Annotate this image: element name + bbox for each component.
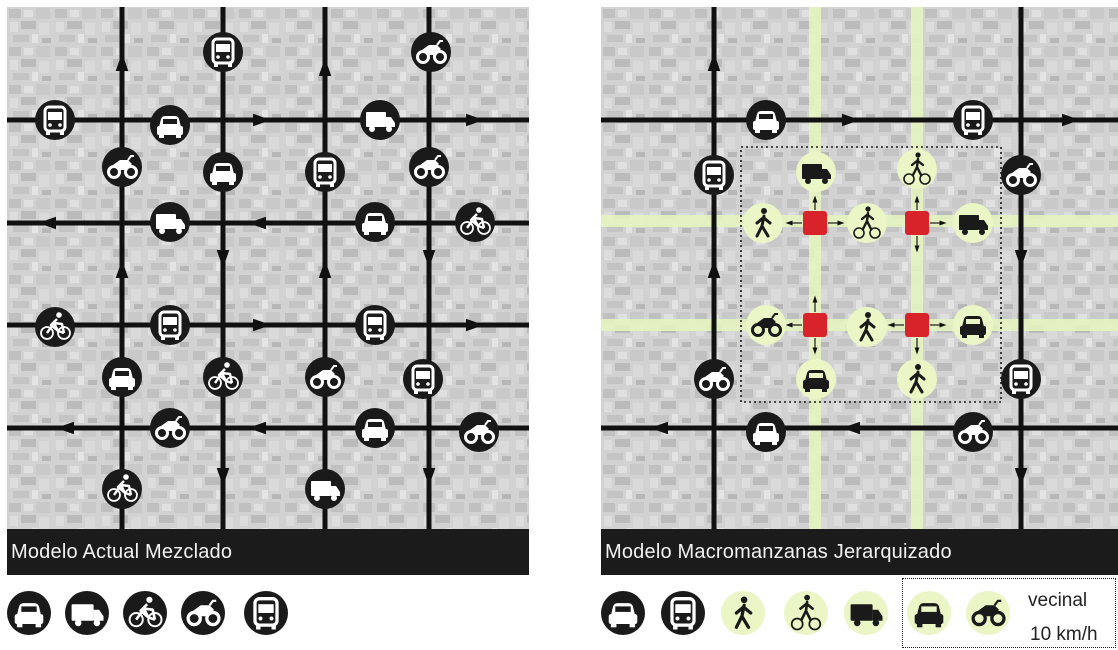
pedestrian-bicycle-icon: [897, 149, 937, 189]
diagram-caption: Modelo Actual Mezclado: [7, 529, 529, 575]
car-icon: [601, 591, 645, 635]
superblock-intersection: [803, 313, 827, 337]
car-icon: [150, 105, 190, 145]
van-icon: [65, 591, 109, 635]
van-icon: [953, 203, 993, 243]
bicycle-icon: [203, 357, 243, 397]
legend-mixed-model: [7, 591, 288, 635]
van-icon: [305, 469, 345, 509]
bus-icon: [35, 100, 75, 140]
diagram-caption: Modelo Macromanzanas Jerarquizado: [601, 529, 1118, 575]
bus-icon: [694, 155, 734, 195]
motorcycle-icon: [953, 412, 993, 452]
car-icon: [355, 202, 395, 242]
bicycle-icon: [35, 307, 75, 347]
car-icon: [746, 100, 786, 140]
van-icon: [360, 100, 400, 140]
car-icon: [355, 408, 395, 448]
van-icon: [844, 591, 888, 635]
car-icon: [102, 357, 142, 397]
bus-icon: [661, 591, 705, 635]
car-icon: [796, 359, 836, 399]
motorcycle-icon: [746, 305, 786, 345]
van-icon: [150, 202, 190, 242]
car-icon: [203, 152, 243, 192]
bus-icon: [305, 152, 345, 192]
speed-label: 10 km/h: [1030, 624, 1098, 646]
car-icon: [953, 305, 993, 345]
car-icon: [7, 591, 51, 635]
mixed-model-map: [7, 7, 529, 575]
motorcycle-icon: [411, 32, 451, 72]
bus-icon: [403, 359, 443, 399]
pedestrian-bicycle-icon: [847, 203, 887, 243]
bus-icon: [1001, 359, 1041, 399]
motorcycle-icon: [181, 591, 225, 635]
motorcycle-icon: [305, 357, 345, 397]
bus-icon: [953, 100, 993, 140]
superblock-model-map: [601, 7, 1118, 575]
van-icon: [796, 152, 836, 192]
bicycle-icon: [455, 202, 495, 242]
bus-icon: [355, 305, 395, 345]
superblock-intersection: [803, 211, 827, 235]
motorcycle-icon: [409, 147, 449, 187]
bicycle-icon: [123, 591, 167, 635]
diagram-mixed-model: Modelo Actual Mezclado: [7, 7, 529, 575]
motorcycle-icon: [694, 359, 734, 399]
pedestrian-icon: [897, 359, 937, 399]
superblock-intersection: [905, 211, 929, 235]
motorcycle-icon: [102, 147, 142, 187]
superblock-intersection: [905, 313, 929, 337]
pedestrian-icon: [743, 203, 783, 243]
vecinal-label: vecinal: [1028, 590, 1087, 612]
bus-icon: [244, 591, 288, 635]
pedestrian-icon: [721, 591, 765, 635]
motorcycle-icon: [459, 412, 499, 452]
motorcycle-icon: [1001, 155, 1041, 195]
motorcycle-icon: [150, 408, 190, 448]
bicycle-icon: [102, 469, 142, 509]
car-icon: [746, 412, 786, 452]
diagram-superblock-model: Modelo Macromanzanas Jerarquizado: [601, 7, 1118, 575]
pedestrian-icon: [847, 307, 887, 347]
pedestrian-bicycle-icon: [784, 591, 828, 635]
bus-icon: [203, 32, 243, 72]
bus-icon: [150, 305, 190, 345]
